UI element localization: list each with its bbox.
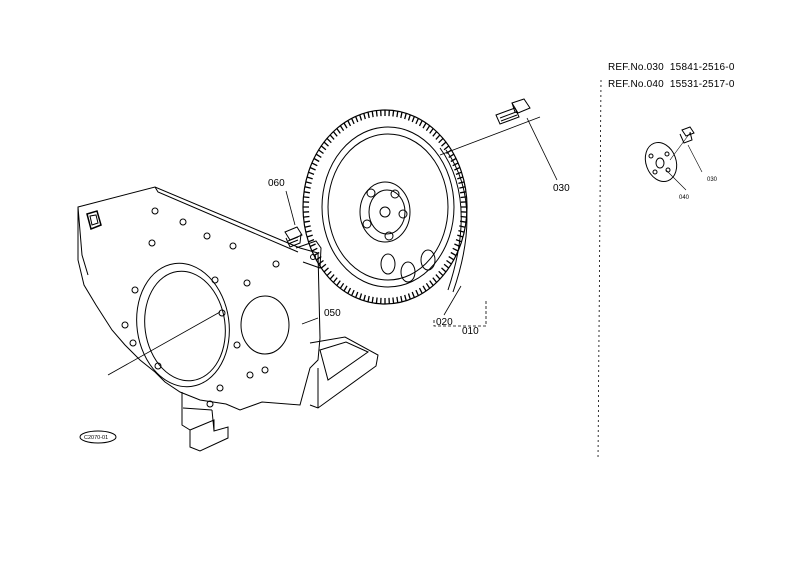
label-inset-040: 040: [679, 195, 690, 201]
stamp-code: C2070-01: [84, 435, 108, 441]
part-number: 15841-2516-0: [669, 62, 735, 73]
ref-row-040: REF.No.040 15531-2517-0: [608, 79, 741, 90]
ring-gear-teeth: [303, 110, 467, 304]
label-inset-030: 030: [707, 177, 718, 183]
ref-number: REF.No.030: [608, 62, 664, 73]
lower-bracket: [181, 392, 229, 452]
leader-lines: [285, 117, 558, 327]
centre-line: [107, 116, 541, 376]
part-number: 15531-2517-0: [669, 79, 735, 90]
gusset-bracket: [309, 336, 379, 409]
label-030: 030: [553, 183, 570, 194]
divider-line: [597, 79, 602, 461]
label-020: 020: [436, 317, 453, 328]
ref-number: REF.No.040: [608, 79, 664, 90]
label-060: 060: [268, 178, 285, 189]
inset-detail: [644, 126, 703, 191]
flywheel: [302, 109, 468, 305]
mounting-plate: [77, 186, 321, 411]
label-050: 050: [324, 308, 341, 319]
stamp-oval: [79, 430, 117, 444]
bolt-060: [284, 226, 303, 248]
gear-tooth-marks: [303, 110, 467, 304]
ref-row-030: REF.No.030 15841-2516-0: [608, 62, 741, 73]
bolt-030: [495, 98, 531, 125]
label-010: 010: [462, 326, 479, 337]
upper-tab: [295, 240, 322, 269]
